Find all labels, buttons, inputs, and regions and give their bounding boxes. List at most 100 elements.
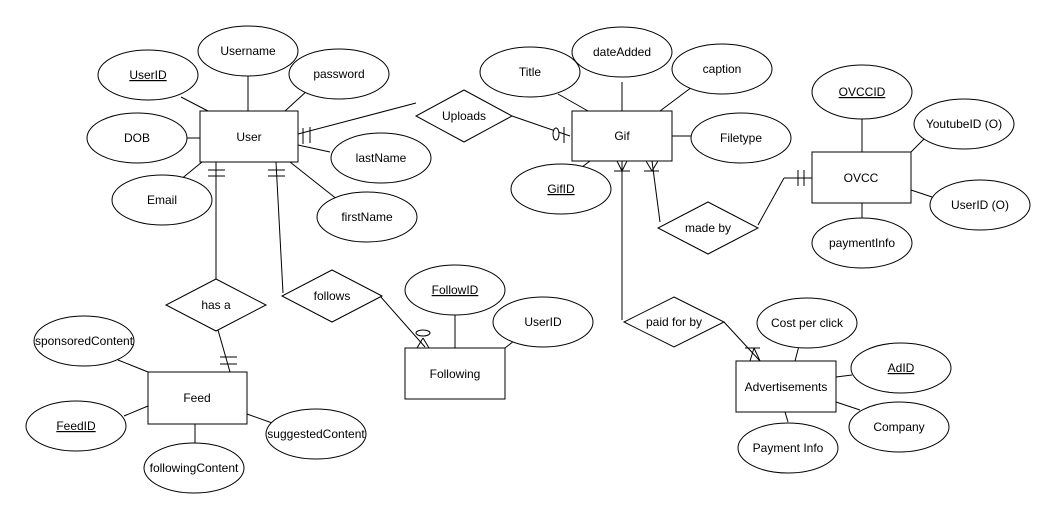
attr-user-lastname (330, 132, 432, 184)
line-user-follows (275, 161, 284, 294)
attributes: UserID Username password DOB Email lastN… (25, 25, 1031, 494)
attr-label: UserID (129, 68, 167, 82)
attr-ads-adid (850, 342, 952, 394)
line-user-userid (180, 96, 209, 112)
attr-user-dob (86, 112, 188, 164)
line-user-lastname (297, 144, 331, 153)
attr-ads-paymentinfo (737, 422, 839, 474)
line-user-firstname (289, 161, 339, 201)
line-gif-caption (659, 86, 693, 112)
attr-gif-filetype (690, 112, 792, 164)
line-ads-company (835, 401, 861, 411)
attr-label: Payment Info (753, 441, 824, 455)
entities: User Gif OVCC Feed Following Advertiseme… (147, 110, 912, 425)
attr-label: UserID (524, 315, 562, 329)
entity-following (404, 347, 506, 400)
attr-ovcc-userid (929, 179, 1031, 231)
attr-label: Filetype (720, 131, 762, 145)
attr-label: dateAdded (593, 45, 651, 59)
marker-following-follows-crow-b (422, 337, 430, 349)
marker-following-follows-zero (415, 329, 431, 337)
attr-label: caption (703, 62, 742, 76)
line-uploads-gif (511, 115, 571, 137)
rel-follows (280, 269, 384, 323)
marker-ads-paidforby-crow-a (749, 347, 755, 362)
attr-feed-sponsoredcontent (33, 315, 135, 367)
attr-feed-feedid (25, 400, 127, 452)
line-feed-suggested (246, 413, 276, 425)
entity-feed (147, 371, 248, 425)
attr-label: firstName (341, 210, 393, 224)
line-gif-madeby (651, 160, 661, 223)
attr-user-userid (97, 49, 199, 101)
attr-ads-costperclick (756, 297, 858, 349)
rel-label: paid for by (646, 315, 702, 329)
attr-user-firstname (316, 191, 418, 243)
line-ovcc-youtubeid (910, 137, 926, 153)
entity-label: User (236, 130, 261, 144)
attr-feed-followingcontent (143, 442, 245, 494)
marker-gif-madeby-crow-a (645, 160, 653, 172)
line-ovcc-userid (910, 189, 933, 198)
attr-label: FeedID (56, 419, 96, 433)
attr-following-followid (404, 264, 506, 316)
attr-label: Company (873, 420, 924, 434)
attr-label: sponsoredContent (35, 334, 134, 348)
attr-gif-dateadded (571, 26, 673, 78)
attr-label: OVCCID (839, 85, 886, 99)
entity-ovcc (811, 151, 912, 204)
line-ads-adid (835, 374, 853, 378)
rel-uploads (414, 89, 514, 143)
marker-gif-uploads-zero (552, 127, 560, 141)
marker-ads-paidforby-crow-b (753, 347, 761, 362)
entity-user (199, 110, 299, 163)
attr-label: followingContent (150, 461, 239, 475)
attr-label: UserID (O) (951, 198, 1009, 212)
rel-paid-for-by (622, 296, 726, 348)
line-user-password (284, 89, 309, 112)
attr-label: FollowID (432, 283, 479, 297)
entity-label: Advertisements (745, 380, 828, 394)
entity-label: Following (430, 367, 481, 381)
entity-advertisements (735, 360, 837, 413)
attr-user-email (111, 174, 213, 226)
line-ads-paymentinfo (784, 411, 789, 423)
attr-label: Title (519, 65, 542, 79)
entity-label: Gif (614, 129, 630, 143)
cardinality-markers (208, 127, 805, 365)
attr-following-userid (492, 296, 594, 348)
attr-label: Cost per click (771, 316, 844, 330)
attr-label: YoutubeID (O) (926, 117, 1002, 131)
line-madeby-ovcc-a (757, 177, 785, 226)
attr-gif-gifid (510, 163, 612, 215)
rel-label: Uploads (442, 109, 486, 123)
attr-label: Email (147, 193, 177, 207)
attr-label: paymentInfo (829, 236, 895, 250)
attr-user-password (288, 48, 390, 100)
attr-ovcc-youtubeid (913, 98, 1015, 150)
line-paidforby-ads (723, 321, 761, 362)
entity-gif (571, 110, 673, 162)
rel-label: has a (201, 298, 231, 312)
relationships: Uploads made by has a follows paid for b… (164, 89, 760, 348)
attr-ads-company (848, 401, 950, 453)
marker-following-follows-crow-a (416, 337, 424, 349)
rel-made-by (656, 201, 760, 255)
attr-label: GifID (547, 182, 575, 196)
attr-label: DOB (124, 131, 150, 145)
marker-gif-madeby-crow-b (651, 160, 659, 172)
attr-gif-title (479, 46, 581, 98)
line-follows-following (379, 295, 426, 348)
marker-gif-paidforby-crow-a (616, 160, 623, 172)
line-user-uploads (297, 102, 417, 135)
line-feed-sponsored (117, 359, 149, 373)
attr-feed-suggestedcontent (265, 408, 367, 460)
line-gif-title (557, 93, 589, 112)
attr-label: Username (220, 44, 276, 58)
attr-label: password (313, 67, 364, 81)
attr-label: lastName (356, 151, 407, 165)
attr-ovcc-ovccid (811, 64, 913, 120)
entity-label: Feed (183, 391, 210, 405)
